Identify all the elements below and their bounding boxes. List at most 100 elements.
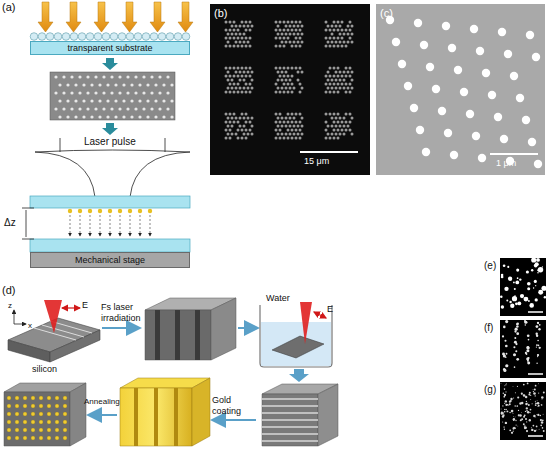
dot: [275, 37, 278, 40]
dot: [525, 324, 526, 325]
dot: [534, 264, 538, 268]
dot: [283, 121, 286, 124]
dot: [243, 41, 246, 44]
field-label: E: [82, 300, 88, 311]
dot: [337, 129, 340, 132]
dot: [541, 404, 542, 405]
dot: [7, 412, 11, 416]
dot: [513, 346, 515, 348]
dot: [275, 137, 278, 140]
dot: [511, 410, 514, 413]
dot: [531, 257, 536, 262]
gold-coated-silicon: [120, 378, 210, 446]
dot: [398, 60, 406, 68]
dot: [58, 115, 61, 118]
dot: [327, 87, 330, 90]
dot: [55, 428, 59, 432]
dot: [285, 79, 288, 82]
dot: [245, 29, 248, 32]
dot: [517, 277, 519, 279]
dot: [335, 117, 338, 120]
dot: [62, 91, 65, 94]
dot: [513, 418, 515, 420]
dot: [523, 394, 526, 397]
dot: [275, 121, 278, 124]
dot: [335, 133, 338, 136]
field-label: E: [327, 304, 333, 315]
dot: [537, 354, 539, 356]
dot: [534, 430, 536, 432]
dot: [488, 91, 496, 99]
dot: [130, 99, 133, 102]
dot: [329, 137, 332, 140]
dot: [31, 420, 35, 424]
dot: [247, 41, 250, 44]
dot: [245, 45, 248, 48]
dot: [507, 266, 509, 268]
dot: [237, 67, 240, 70]
dot: [225, 21, 228, 24]
dot: [277, 117, 280, 120]
dot: [249, 45, 252, 48]
dot: [249, 37, 252, 40]
dot: [525, 403, 527, 405]
dot: [509, 401, 511, 403]
dot: [533, 391, 534, 392]
dot: [229, 67, 232, 70]
transfer-arrow: [100, 215, 101, 236]
dot: [521, 394, 522, 395]
dot: [150, 33, 158, 41]
dot: [283, 45, 286, 48]
dot: [297, 33, 300, 36]
dot: [283, 67, 286, 70]
dot: [331, 117, 334, 120]
dot: [341, 121, 344, 124]
dot: [516, 358, 519, 361]
dot: [39, 396, 43, 400]
dot: [142, 107, 145, 110]
dot: [521, 412, 523, 414]
dot: [540, 415, 542, 417]
dot: [536, 333, 538, 335]
dot: [54, 107, 57, 110]
gap-bracket: [22, 208, 34, 239]
dot: [243, 117, 246, 120]
dot: [333, 137, 336, 140]
dot: [245, 67, 248, 70]
dot: [46, 33, 54, 41]
dot: [527, 362, 530, 365]
dot: [233, 21, 236, 24]
dot: [74, 99, 77, 102]
scale-bar: [300, 151, 358, 153]
dot: [231, 117, 234, 120]
dot: [126, 107, 129, 110]
dot: [106, 99, 109, 102]
dot: [333, 91, 336, 94]
dot: [503, 414, 505, 416]
dot: [530, 409, 532, 411]
dot: [251, 79, 254, 82]
dot: [526, 421, 527, 422]
sem-image: [500, 258, 546, 316]
dot: [31, 404, 35, 408]
dot: [343, 33, 346, 36]
dot: [245, 113, 248, 116]
dot: [247, 25, 250, 28]
annealed-silicon: [4, 383, 86, 446]
dot: [245, 21, 248, 24]
dot: [343, 87, 346, 90]
dot: [524, 320, 526, 322]
dot: [237, 37, 240, 40]
dot: [291, 67, 294, 70]
dot: [325, 29, 328, 32]
dot: [62, 33, 70, 41]
dot: [279, 45, 282, 48]
dot: [514, 405, 515, 406]
scale-label: 1 μm: [496, 158, 516, 169]
dot: [154, 99, 157, 102]
dot: [162, 83, 165, 86]
dot: [520, 294, 524, 298]
dot: [7, 404, 11, 408]
dot: [530, 398, 532, 400]
dot: [301, 25, 304, 28]
